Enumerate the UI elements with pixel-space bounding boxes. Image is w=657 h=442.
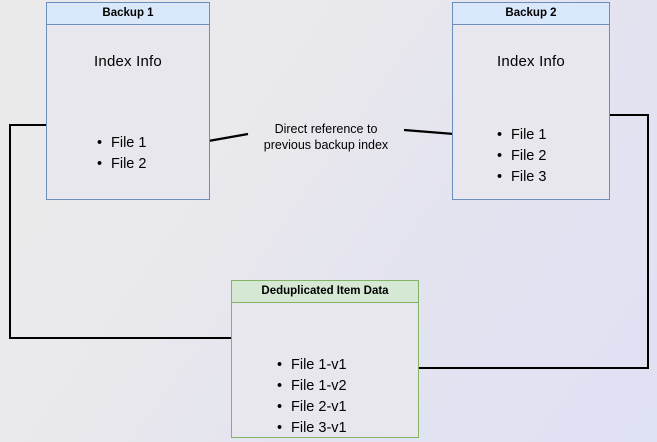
list-item: File 3-v1 xyxy=(277,418,347,439)
dedup-file-list: File 1-v1 File 1-v2 File 2-v1 File 3-v1 xyxy=(277,355,347,439)
dedup-header: Deduplicated Item Data xyxy=(232,281,418,303)
backup1-body: Index Info File 1 File 2 xyxy=(47,25,209,199)
list-item: File 2-v1 xyxy=(277,397,347,418)
list-item: File 1 xyxy=(497,125,546,146)
deduplicated-item-data-box[interactable]: Deduplicated Item Data File 1-v1 File 1-… xyxy=(231,280,419,439)
backup2-header: Backup 2 xyxy=(453,3,609,25)
backup2-index-info-label: Index Info xyxy=(497,53,565,70)
list-item: File 2 xyxy=(497,146,546,167)
backup2-body: Index Info File 1 File 2 File 3 xyxy=(453,25,609,199)
backup1-header: Backup 1 xyxy=(47,3,209,25)
dedup-body: File 1-v1 File 1-v2 File 2-v1 File 3-v1 xyxy=(232,303,418,439)
backup2-file-list: File 1 File 2 File 3 xyxy=(497,125,546,188)
backup1-file-list: File 1 File 2 xyxy=(97,133,146,175)
list-item: File 3 xyxy=(497,167,546,188)
list-item: File 2 xyxy=(97,154,146,175)
direct-reference-label: Direct reference to previous backup inde… xyxy=(248,121,404,153)
backup2-box[interactable]: Backup 2 Index Info File 1 File 2 File 3 xyxy=(452,2,610,200)
backup1-index-info-label: Index Info xyxy=(94,53,162,70)
list-item: File 1-v1 xyxy=(277,355,347,376)
backup1-box[interactable]: Backup 1 Index Info File 1 File 2 xyxy=(46,2,210,200)
direct-reference-line-2: previous backup index xyxy=(263,138,389,152)
list-item: File 1-v2 xyxy=(277,376,347,397)
direct-reference-line-1: Direct reference to xyxy=(274,122,378,136)
list-item: File 1 xyxy=(97,133,146,154)
